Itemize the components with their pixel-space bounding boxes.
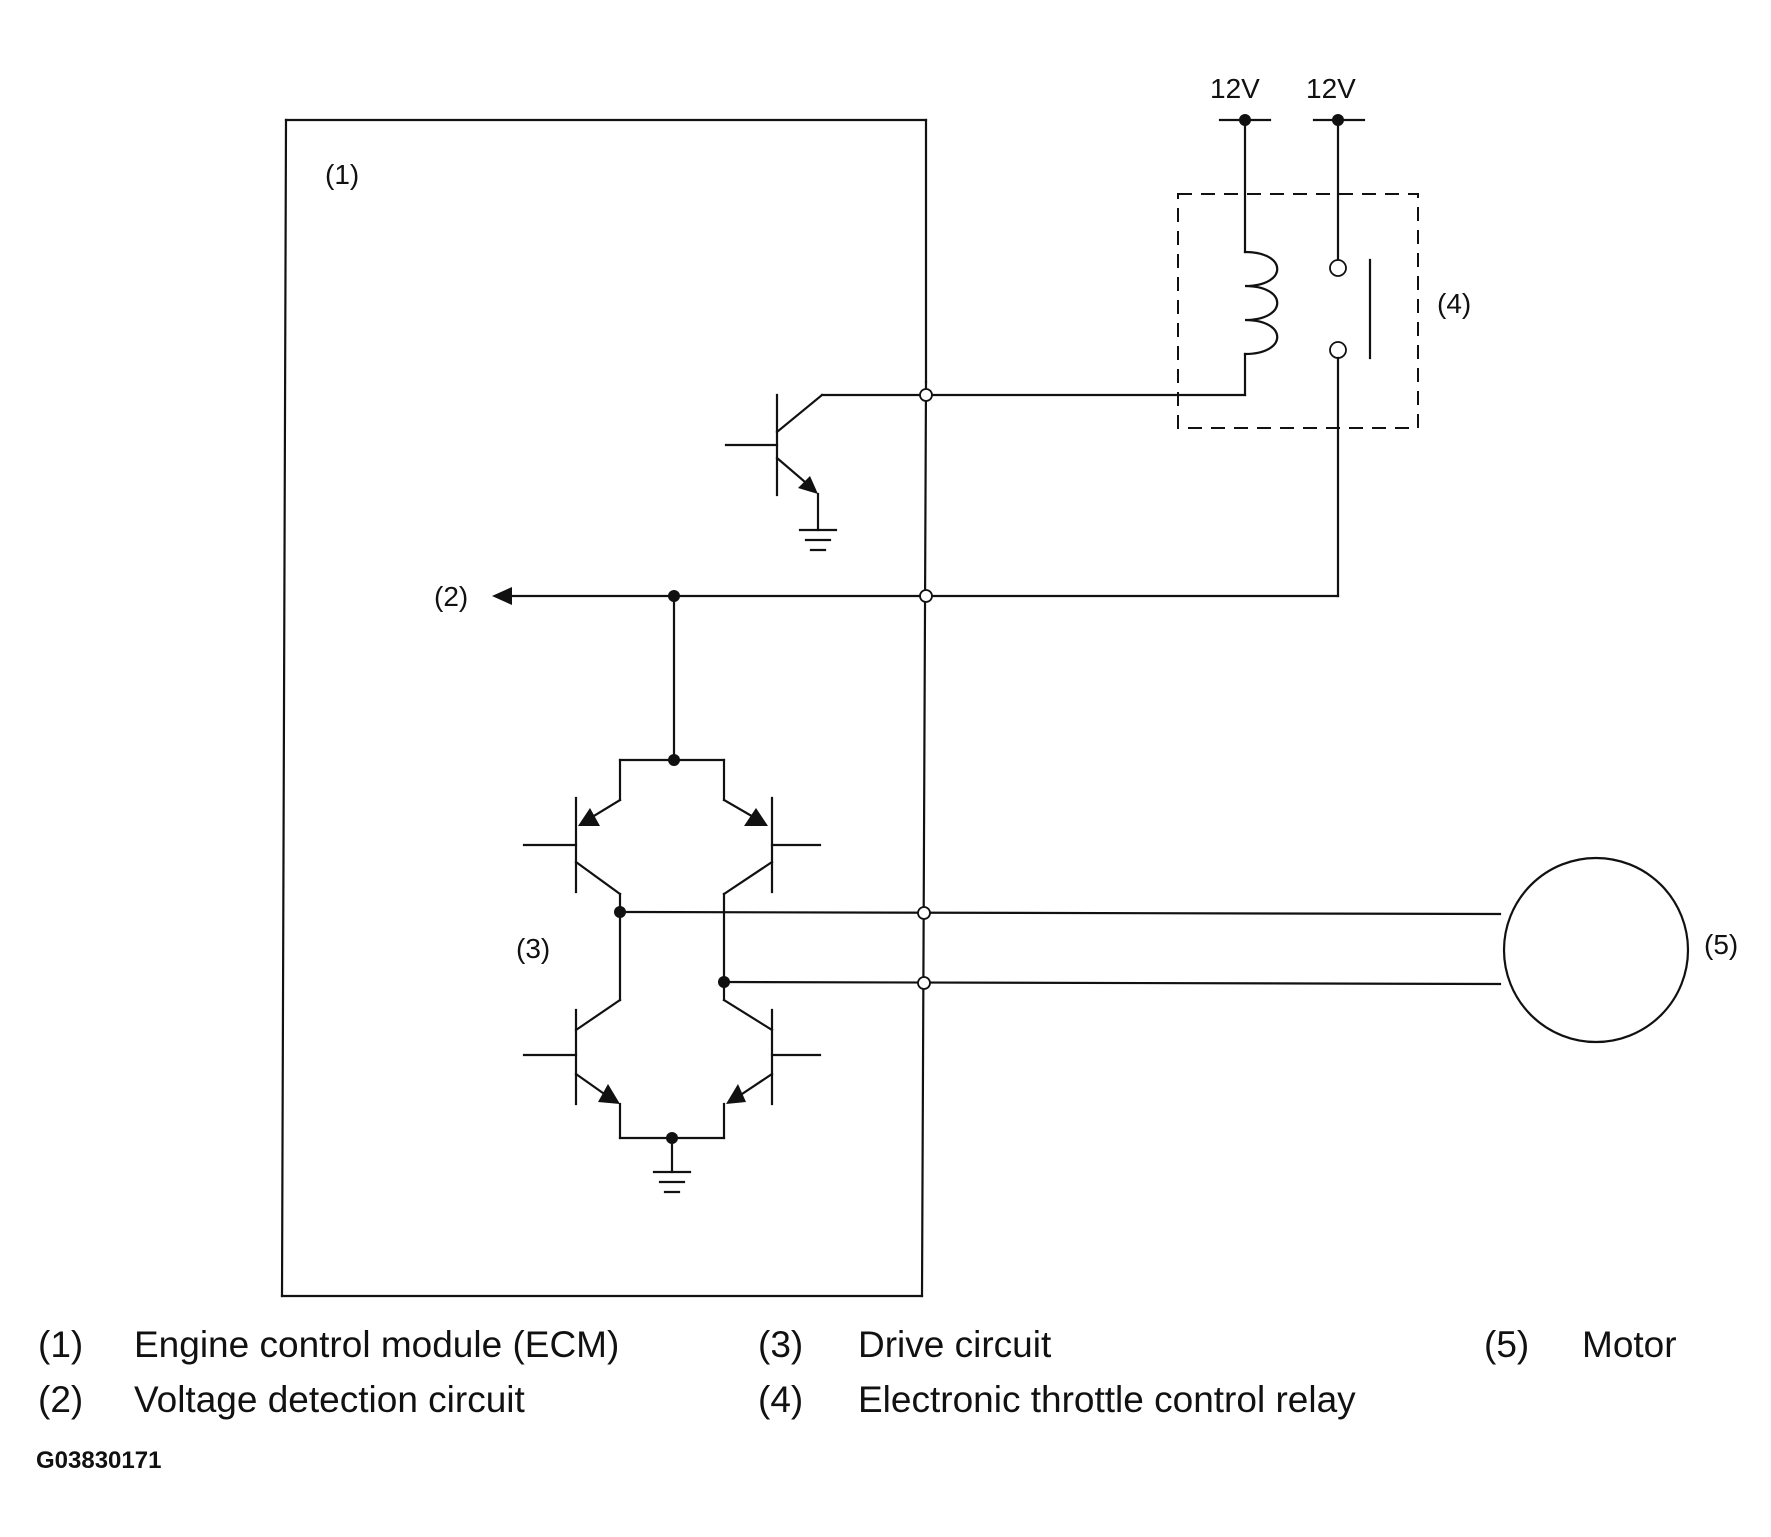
motor-callout: (5): [1704, 929, 1738, 960]
legend-text-1: Engine control module (ECM): [134, 1324, 619, 1365]
relay-enclosure: [1177, 193, 1419, 429]
legend-text-4: Electronic throttle control relay: [858, 1379, 1356, 1420]
figure-code: G03830171: [36, 1447, 161, 1474]
supply-12v-right-label: 12V: [1306, 73, 1356, 104]
legend-num-4: (4): [758, 1379, 803, 1420]
legend-text-3: Drive circuit: [858, 1324, 1052, 1365]
ecm-callout: (1): [325, 159, 359, 190]
voltage-detection-line: [492, 587, 928, 605]
motor-wire-2: [722, 980, 1502, 986]
drive-circuit-callout: (3): [516, 933, 550, 964]
relay-driver-transistor: [724, 393, 928, 552]
ecm-connector-pin-voltage: [919, 589, 933, 603]
relay-coil: [924, 118, 1279, 397]
drive-circuit-h-bridge: [522, 594, 822, 1194]
motor-wire-1: [618, 910, 1502, 916]
legend-text-2: Voltage detection circuit: [134, 1379, 526, 1420]
relay-callout: (4): [1437, 288, 1471, 319]
legend-text-5: Motor: [1582, 1324, 1677, 1365]
legend-num-5: (5): [1484, 1324, 1529, 1365]
ecm-connector-pin-motor-2: [917, 976, 931, 990]
supply-12v-left-label: 12V: [1210, 73, 1260, 104]
ecm-connector-pin-motor-1: [917, 906, 931, 920]
legend: (1) Engine control module (ECM) (2) Volt…: [38, 1324, 1677, 1420]
legend-num-1: (1): [38, 1324, 83, 1365]
relay-contacts: [924, 118, 1372, 598]
legend-num-2: (2): [38, 1379, 83, 1420]
legend-num-3: (3): [758, 1324, 803, 1365]
voltage-detection-callout: (2): [434, 581, 468, 612]
ecm-connector-pin-relay: [919, 388, 933, 402]
motor-symbol: [1502, 856, 1690, 1044]
ecm-box: [280, 118, 928, 1298]
